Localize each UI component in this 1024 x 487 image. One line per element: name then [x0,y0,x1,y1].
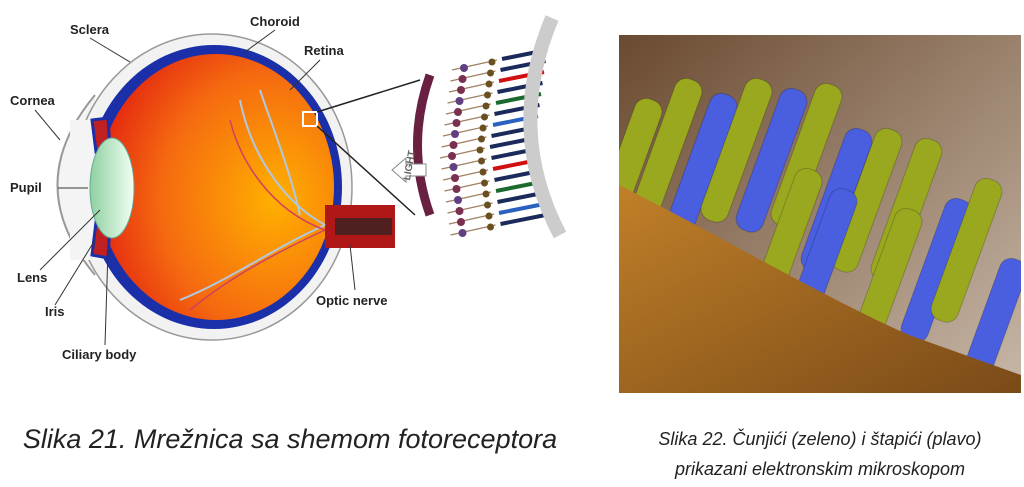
bipolar-cell [487,223,494,231]
ganglion-cell [454,196,462,204]
bipolar-cell [482,102,490,110]
bipolar-cell [482,190,490,198]
label-retina: Retina [304,43,344,58]
bipolar-cell [478,135,485,143]
retina-layer-detail [391,15,567,239]
figure-22-caption: Slika 22. Čunjići (zeleno) i štapići (pl… [615,424,1024,484]
bipolar-cell [479,168,487,176]
eye-anatomy-diagram [34,15,567,346]
ganglion-cell [455,97,464,105]
label-pupil: Pupil [10,180,42,195]
ganglion-cell [454,108,462,116]
ganglion-cell [452,185,461,193]
label-optic-nerve: Optic nerve [316,293,388,308]
ganglion-cell [451,130,459,138]
label-ciliary-body: Ciliary body [62,347,137,362]
electron-microscope-photo [619,35,1021,393]
bipolar-cell [478,157,485,165]
figure-22-caption-line1: Slika 22. Čunjići (zeleno) i štapići (pl… [658,429,982,449]
bipolar-cell [476,146,484,154]
lens [89,137,135,239]
bipolar-cell [487,69,494,77]
ganglion-cell [460,64,468,72]
ganglion-cell [455,207,464,215]
figure-21-caption: Slika 21. Mrežnica sa shemom fotorecepto… [22,424,558,454]
retina [98,54,334,320]
label-sclera: Sclera [70,22,110,37]
bipolar-cell [481,113,488,121]
label-cornea: Cornea [10,93,55,108]
ganglion-cell [457,86,465,94]
label-choroid: Choroid [250,14,300,29]
bipolar-cell [485,212,493,220]
bipolar-cell [479,124,487,132]
ganglion-cell [449,163,458,171]
photoreceptor-cell [500,213,546,226]
bipolar-cell [488,58,496,66]
bipolar-cell [485,80,493,88]
cone-cell [700,77,773,223]
ganglion-cell [457,218,465,226]
label-iris: Iris [45,304,65,319]
ganglion-cell [448,152,456,160]
photoreceptor-cell [498,202,545,215]
label-lens: Lens [17,270,48,285]
ganglion-cell [449,141,458,149]
bipolar-cell [481,179,488,187]
ganglion-cell [458,75,467,83]
bipolar-cell [484,91,491,99]
rod-cell [735,87,808,233]
ganglion-cell [452,119,461,127]
ganglion-cell [451,174,459,182]
ganglion-cell [458,229,467,237]
cone-cell [930,177,1003,323]
bipolar-cell [484,201,491,209]
cone-cell [619,97,663,243]
photoreceptor-cell [497,191,543,204]
figure-22-caption-line2: prikazani elektronskim mikroskopom [674,459,966,479]
